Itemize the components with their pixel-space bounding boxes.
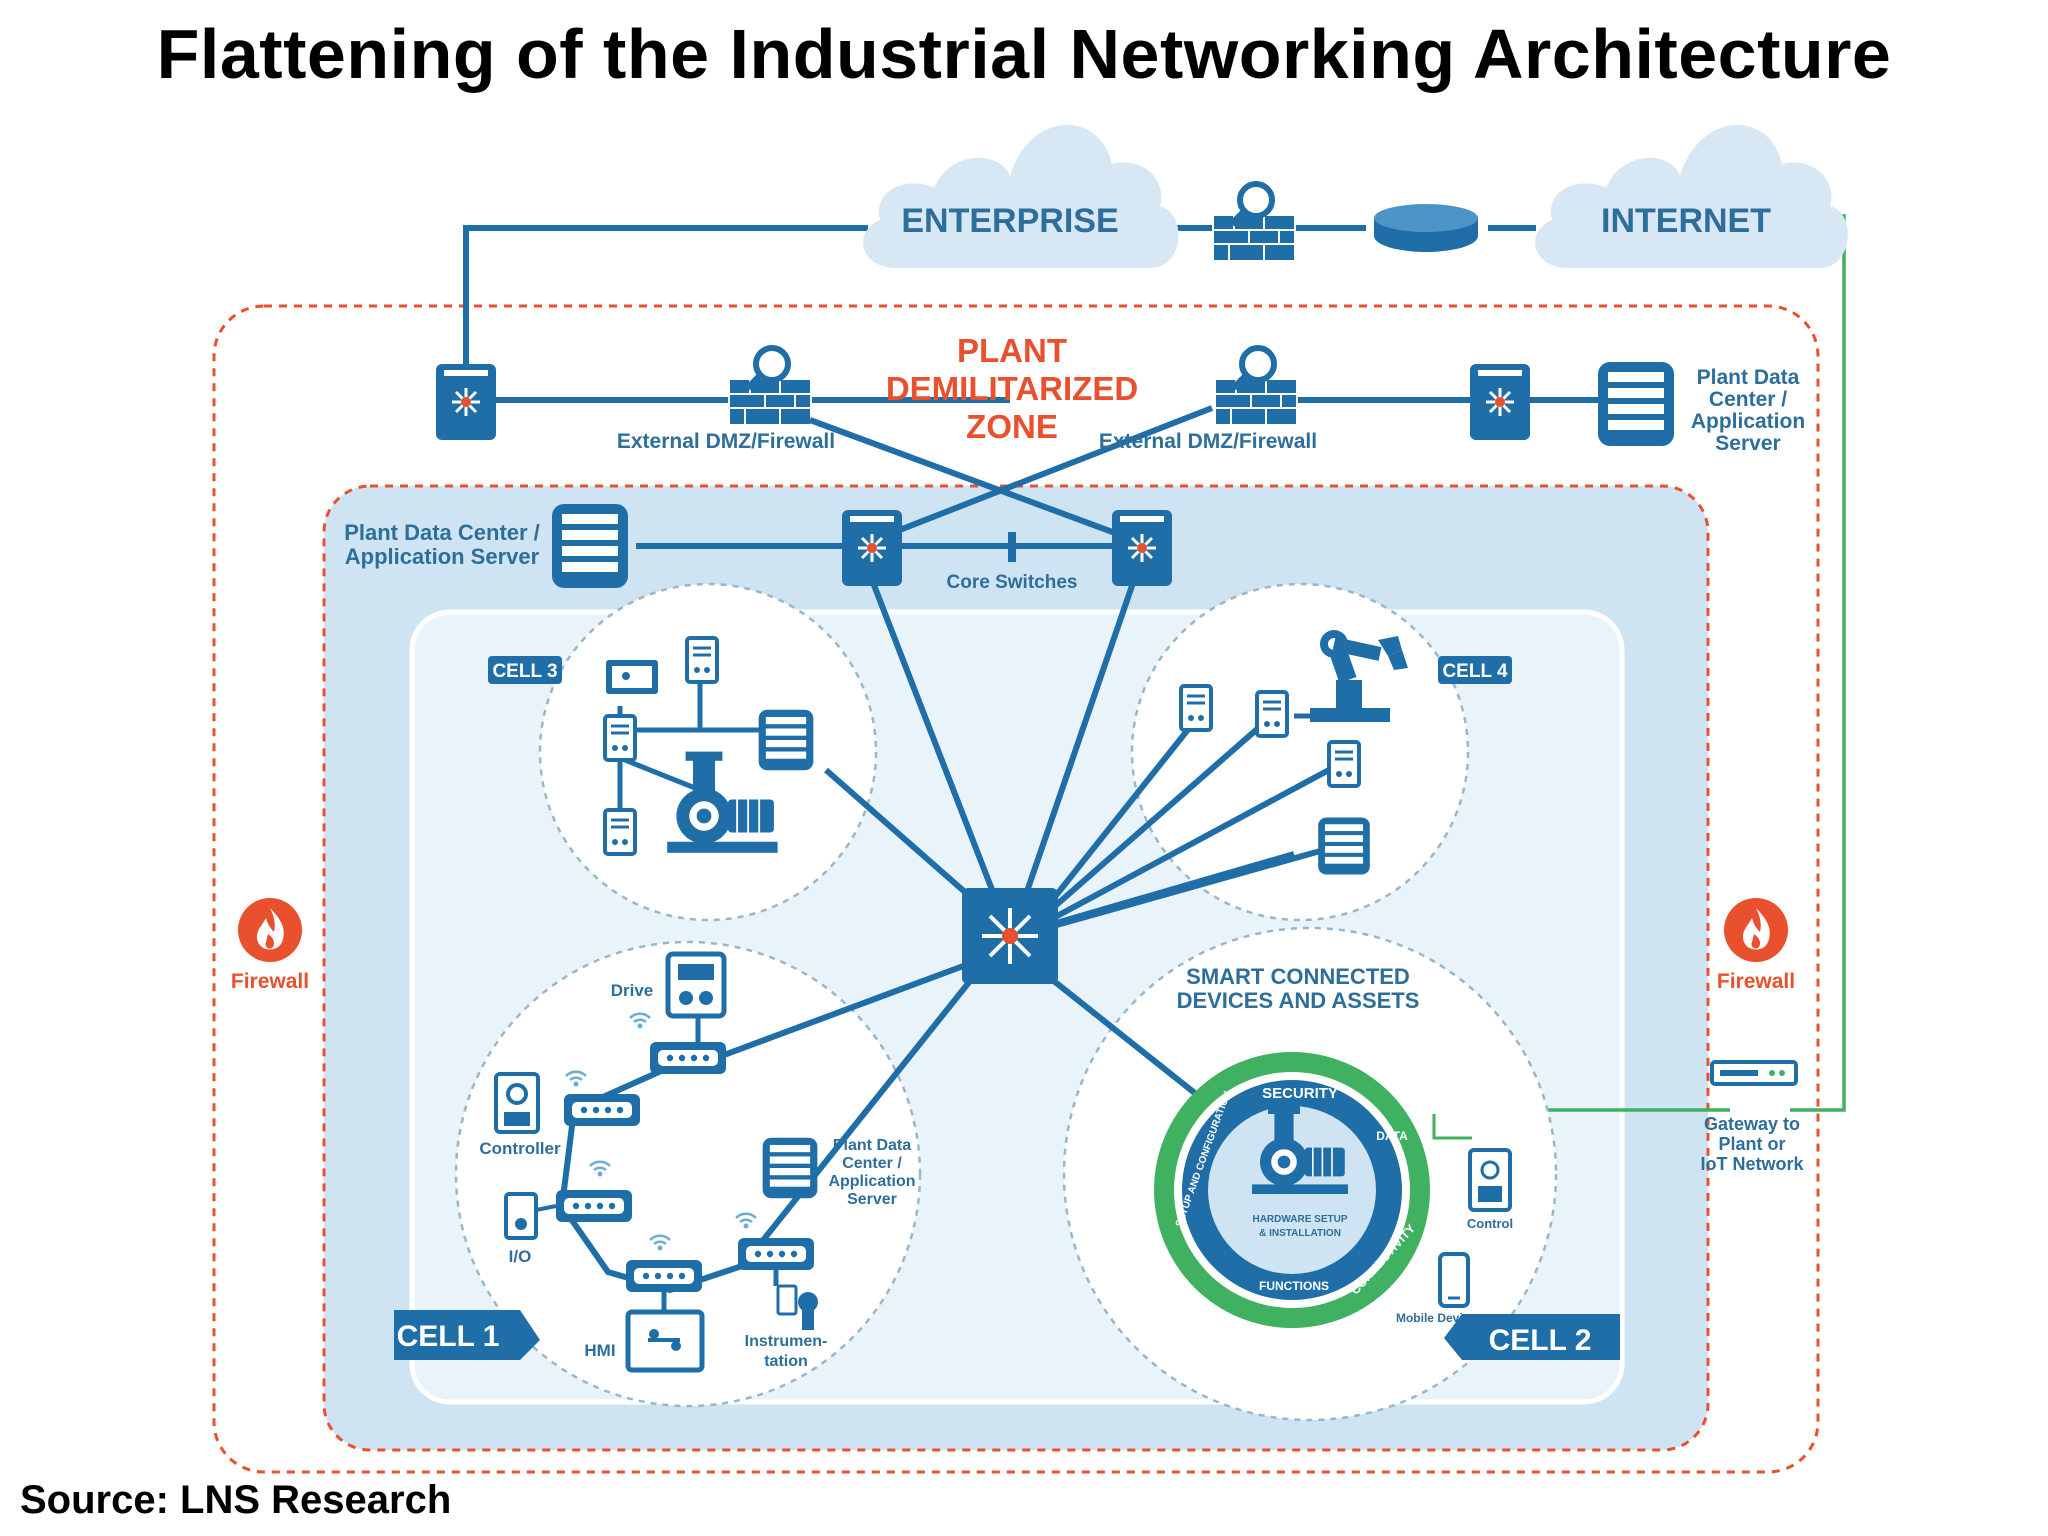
dmz-server-icon <box>1598 362 1674 446</box>
dmz-switch-left-icon <box>436 364 496 440</box>
enterprise-label: ENTERPRISE <box>901 202 1118 240</box>
cell1-server-label-3: Application <box>828 1173 915 1190</box>
source-note: Source: LNS Research <box>20 1478 452 1522</box>
firewall-right-label: Firewall <box>1717 970 1795 993</box>
cell4-controller-1-icon <box>1179 684 1213 732</box>
io-icon <box>504 1192 557 1240</box>
mobile-device-label: Mobile Device <box>1396 1311 1476 1325</box>
core-switch-right-icon <box>1112 510 1172 586</box>
dmz-label-line1: PLANT <box>957 332 1067 369</box>
plant-server-icon <box>552 504 628 588</box>
controller-label: Controller <box>479 1139 561 1158</box>
dmz-firewall-right-icon <box>1216 348 1296 424</box>
dmz-firewall-right-label: External DMZ/Firewall <box>1099 430 1317 453</box>
cell3-server-icon <box>758 709 814 771</box>
hmi-icon <box>625 1309 705 1373</box>
instrumentation-label-1: Instrumen- <box>745 1333 828 1350</box>
cell4-server-icon <box>1318 817 1370 875</box>
hardware-label-2: & INSTALLATION <box>1259 1228 1341 1239</box>
firewall-left-icon <box>238 898 302 962</box>
dmz-label-line3: ZONE <box>966 408 1058 445</box>
firewall-right-icon <box>1724 898 1788 962</box>
cell3-controller-2-icon <box>603 714 637 762</box>
gateway-label-2: Plant or <box>1718 1134 1785 1154</box>
gateway-icon <box>1710 1060 1798 1086</box>
cell1-badge: CELL 1 <box>394 1310 540 1360</box>
enterprise-firewall-icon <box>1214 184 1294 260</box>
internet-label: INTERNET <box>1601 202 1771 240</box>
cell3-controller-1-icon <box>685 636 719 684</box>
drive-label: Drive <box>611 981 654 1000</box>
ring-functions-label: FUNCTIONS <box>1259 1279 1329 1293</box>
firewall-left-label: Firewall <box>231 970 309 993</box>
cell3-controller-3-icon <box>603 808 637 856</box>
core-link-divider <box>1008 532 1016 562</box>
dmz-server-label-2: Center / <box>1709 388 1787 411</box>
central-switch-icon <box>962 888 1058 984</box>
internet-cloud: INTERNET <box>1535 124 1848 268</box>
hub-drive-icon <box>650 1042 726 1074</box>
dmz-firewall-left-icon <box>730 348 810 424</box>
cell1-server-icon <box>762 1137 818 1199</box>
cell4-area <box>1130 582 1470 922</box>
dmz-boundary <box>212 304 1820 1474</box>
hmi-label: HMI <box>584 1341 615 1360</box>
core-switches-label: Core Switches <box>947 572 1078 593</box>
cell1-server-label-1: Plant Data <box>833 1137 911 1154</box>
hub-io-icon <box>556 1190 632 1222</box>
dmz-server-label-4: Server <box>1715 432 1780 455</box>
cell1-server-label-2: Center / <box>842 1155 902 1172</box>
svg-text:CELL 3: CELL 3 <box>492 661 557 682</box>
dmz-server-label-3: Application <box>1691 410 1805 433</box>
router-icon <box>1374 204 1478 252</box>
ring-security-label: SECURITY <box>1262 1085 1338 1102</box>
hub-controller-icon <box>564 1094 640 1126</box>
gateway-label-3: IoT Network <box>1700 1154 1804 1174</box>
mobile-device-icon <box>1438 1252 1470 1308</box>
cell4-badge: CELL 4 <box>1438 656 1512 684</box>
cell3-badge: CELL 3 <box>488 656 562 684</box>
cell4-controller-2-icon <box>1255 690 1289 738</box>
hardware-label-1: HARDWARE SETUP <box>1252 1214 1347 1225</box>
plant-server-label-1: Plant Data Center / <box>344 520 540 545</box>
instrumentation-label-2: tation <box>764 1353 808 1370</box>
plant-server-label-2: Application Server <box>345 544 540 569</box>
control-device-icon <box>1432 1114 1512 1212</box>
robot-arm-icon <box>1294 630 1408 722</box>
dmz-switch-right-icon <box>1470 364 1530 440</box>
core-switch-left-icon <box>842 510 902 586</box>
control-label: Control <box>1467 1216 1513 1231</box>
cell1-server-label-4: Server <box>847 1191 897 1208</box>
cell3-hmi-icon <box>606 660 658 694</box>
smart-devices-label-1: SMART CONNECTED <box>1186 964 1410 989</box>
controller-icon <box>494 1072 540 1134</box>
hub-instr-icon <box>738 1238 814 1270</box>
smart-devices-label-2: DEVICES AND ASSETS <box>1177 988 1420 1013</box>
svg-text:CELL 4: CELL 4 <box>1442 661 1508 682</box>
page-title: Flattening of the Industrial Networking … <box>156 15 1892 93</box>
cell4-controller-3-icon <box>1327 740 1361 788</box>
instrumentation-icon <box>776 1284 818 1330</box>
svg-text:CELL 1: CELL 1 <box>397 1320 500 1353</box>
gateway-label-1: Gateway to <box>1704 1114 1800 1134</box>
dmz-label-line2: DEMILITARIZED <box>886 370 1138 407</box>
ring-data-label: DATA <box>1376 1129 1408 1143</box>
hub-hmi-icon <box>626 1260 702 1292</box>
drive-icon <box>665 951 727 1044</box>
dmz-firewall-left-label: External DMZ/Firewall <box>617 430 835 453</box>
central-links <box>714 578 1342 1246</box>
dmz-server-label-1: Plant Data <box>1697 366 1800 389</box>
svg-text:CELL 2: CELL 2 <box>1489 1324 1592 1357</box>
io-label: I/O <box>509 1247 532 1266</box>
cell2-badge: CELL 2 <box>1444 1314 1620 1360</box>
enterprise-cloud: ENTERPRISE <box>863 124 1179 268</box>
cell1-area <box>454 940 922 1408</box>
